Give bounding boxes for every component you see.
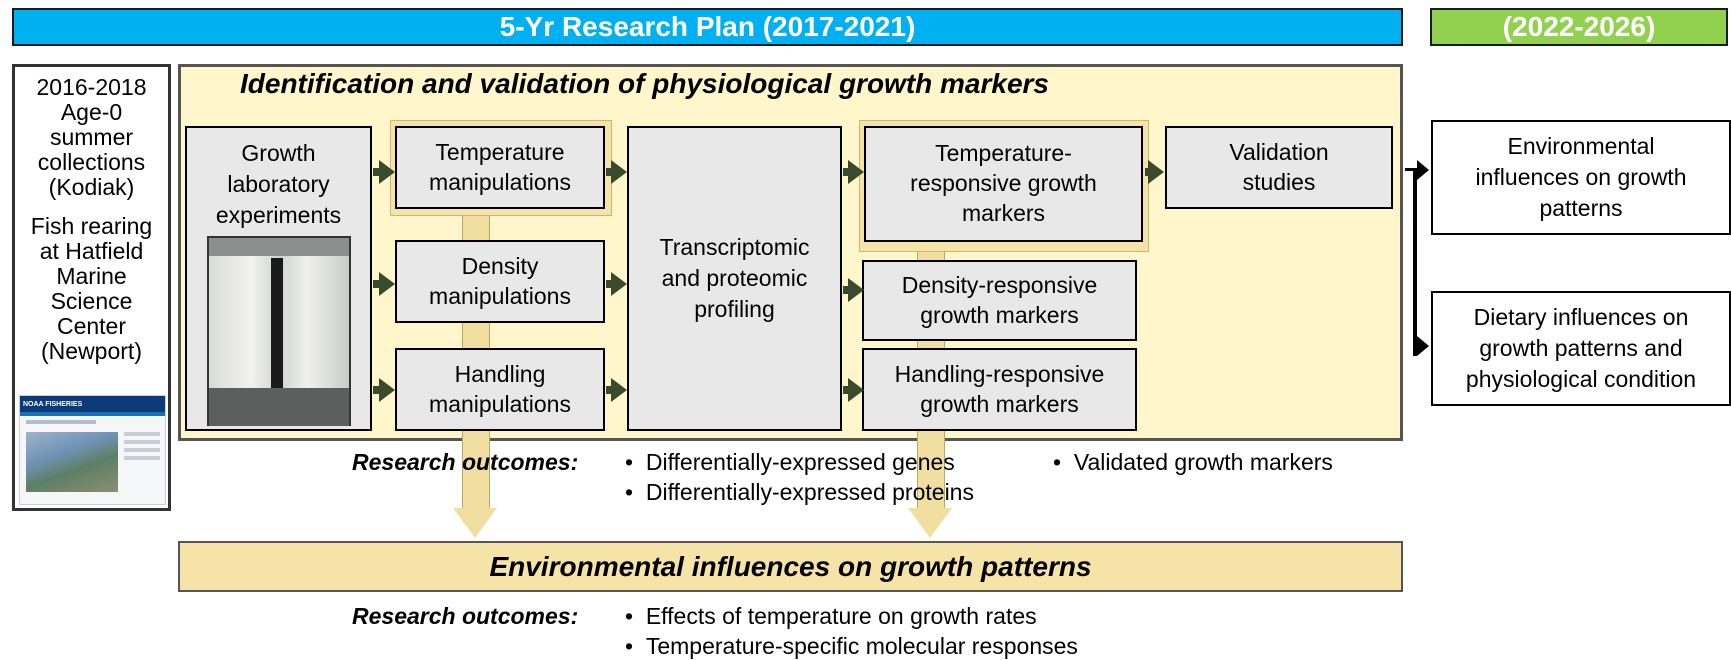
outcome-temp-molecular: • Temperature-specific molecular respons…	[625, 633, 1078, 659]
outcomes2-label: Research outcomes:	[352, 603, 579, 629]
outcome-proteins: • Differentially-expressed proteins	[625, 479, 974, 505]
profiling-box: Transcriptomic and proteomic profiling	[627, 126, 842, 431]
plan-banner: 5-Yr Research Plan (2017-2021)	[12, 8, 1403, 46]
future-banner-label: (2022-2026)	[1502, 11, 1656, 42]
outcome-validated-markers: • Validated growth markers	[1053, 449, 1333, 475]
panel-title: Identification and validation of physiol…	[240, 68, 1050, 99]
outcome-temp-growth-rates: • Effects of temperature on growth rates	[625, 603, 1037, 629]
plan-banner-label: 5-Yr Research Plan (2017-2021)	[499, 11, 916, 42]
environmental-influences-bar: Environmental influences on growth patte…	[178, 541, 1403, 592]
left-panel: 2016-2018 Age-0 summer collections (Kodi…	[12, 64, 171, 511]
outcome-genes: • Differentially-expressed genes	[625, 449, 955, 475]
environmental-influences-label: Environmental influences on growth patte…	[489, 550, 1092, 582]
aerial-photo	[26, 432, 118, 492]
tank-photo	[207, 236, 351, 426]
noaa-logo-text: NOAA FISHERIES	[23, 400, 83, 408]
collections-text: 2016-2018 Age-0 summer collections (Kodi…	[36, 74, 147, 200]
noaa-website-thumbnail: NOAA FISHERIES	[19, 395, 166, 505]
future-connector	[1405, 160, 1430, 360]
future-banner: (2022-2026)	[1430, 8, 1728, 46]
rearing-text: Fish rearing at Hatfield Marine Science …	[30, 213, 153, 364]
outcomes1-label: Research outcomes:	[352, 449, 579, 475]
